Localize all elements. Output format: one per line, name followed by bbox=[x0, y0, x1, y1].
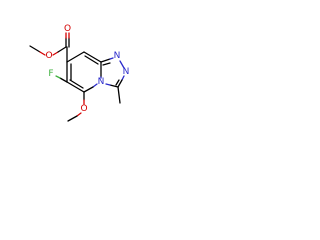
atom-labels: O O F N N N O bbox=[45, 24, 129, 114]
bond-methyl-oester-red bbox=[39, 51, 46, 56]
bond-oester-c bbox=[52, 51, 59, 56]
bond-n4-c5 bbox=[83, 86, 94, 93]
bond-omethoxy-methyl-red bbox=[76, 112, 82, 117]
molecule-structure-diagram: O O F N N N O bbox=[29, 24, 129, 122]
bond-c6-f bbox=[59, 77, 68, 83]
bond-oester-c-black bbox=[57, 46, 67, 53]
bond-group bbox=[29, 32, 125, 122]
atom-n-bridge: N bbox=[98, 77, 105, 87]
bond-n2-c3 bbox=[117, 79, 123, 88]
bond-c3-n4-blue bbox=[105, 83, 111, 86]
bond-c8a-n1 bbox=[100, 58, 111, 63]
bond-n2-c3-double bbox=[115, 79, 120, 86]
bond-c5-c6-double bbox=[69, 79, 84, 89]
bond-n4-c5-blue bbox=[92, 83, 98, 88]
bond-c8-c8a-double bbox=[84, 55, 99, 65]
bond-c3-methyl bbox=[117, 86, 121, 104]
bond-c8a-n1-double bbox=[102, 62, 111, 66]
bond-n2-c3-blue bbox=[121, 75, 125, 81]
atom-o-methoxy: O bbox=[80, 104, 87, 114]
bond-c3-n4 bbox=[109, 84, 119, 88]
atom-o-carbonyl: O bbox=[64, 24, 71, 34]
bond-omethoxy-methyl bbox=[67, 115, 78, 122]
bond-methyl-oester bbox=[29, 45, 41, 53]
bond-c5-c6 bbox=[66, 81, 85, 93]
bond-c8a-n1-blue bbox=[109, 57, 114, 60]
atom-o-ester: O bbox=[45, 51, 52, 61]
bond-c8-c8a bbox=[83, 51, 102, 63]
bond-c7-c8 bbox=[66, 51, 85, 63]
atom-f: F bbox=[48, 69, 53, 79]
atom-n-top2: N bbox=[123, 67, 130, 77]
bond-n1-n2 bbox=[119, 60, 125, 69]
atom-n-top1: N bbox=[114, 51, 121, 61]
bond-c6-f-green bbox=[55, 75, 61, 79]
